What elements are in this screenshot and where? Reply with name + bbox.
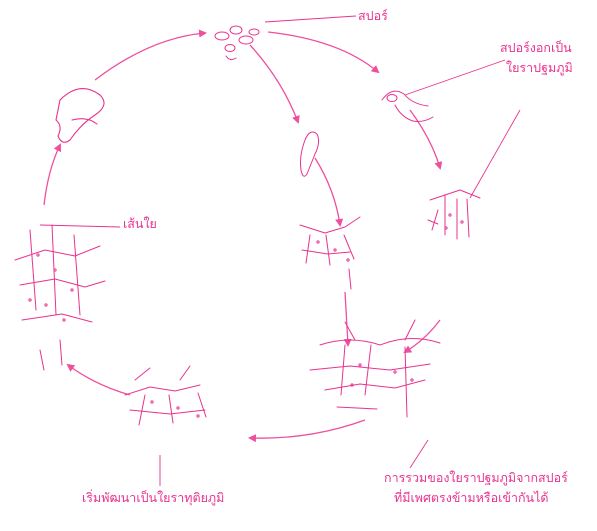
arrow-to-fusion <box>403 319 441 354</box>
label-fusion-line2: ที่มีเพศตรงข้ามหรือเข้ากันได้ <box>394 490 549 505</box>
label-spore-germinate-line1: สปอร์งอกเป็น <box>500 40 572 55</box>
leader-germinate-2 <box>469 109 521 199</box>
label-secondary-line1: เริ่มพัฒนาเป็นใยราทุติยภูมิ <box>82 490 225 505</box>
leader-fusion <box>409 439 429 469</box>
arrow-primary-to-fusion <box>343 291 352 347</box>
fusion-mycelium-illustration <box>309 319 441 418</box>
arrow-secondary-to-mycelium <box>66 363 131 396</box>
cycle-arrows <box>43 29 443 443</box>
leader-lines <box>39 15 521 486</box>
leader-hypha <box>39 224 121 228</box>
single-spore-illustration <box>300 131 320 177</box>
label-spore: สปอร์ <box>358 8 388 23</box>
primary-mycelium-right-illustration <box>427 189 481 240</box>
germinating-spore-illustration <box>381 90 434 122</box>
leader-germinate-1 <box>404 59 506 96</box>
developing-secondary-mycelium-illustration <box>124 365 207 426</box>
arrow-spore-to-single-spore <box>249 44 300 124</box>
label-spore-germinate-line2: ใยราปฐมภูมิ <box>506 60 573 75</box>
arrow-single-spore-to-primary-mycelium <box>314 157 344 227</box>
label-hypha: เส้นใย <box>123 216 157 231</box>
mycelium-left-illustration <box>14 224 106 371</box>
arrow-fruiting-to-spore <box>94 29 207 81</box>
arrow-spore-to-germinating <box>267 31 380 74</box>
arrow-germinating-to-primary <box>409 109 443 170</box>
primary-mycelium-center-illustration <box>299 216 361 290</box>
leader-spore <box>264 15 357 23</box>
fruiting-body-illustration <box>55 88 105 143</box>
spores-illustration <box>214 25 260 61</box>
arrow-mycelium-to-fruiting <box>43 143 62 206</box>
label-fusion-line1: การรวมของใยราปฐมภูมิจากสปอร์ <box>384 470 568 485</box>
arrow-fusion-to-secondary <box>248 419 366 443</box>
